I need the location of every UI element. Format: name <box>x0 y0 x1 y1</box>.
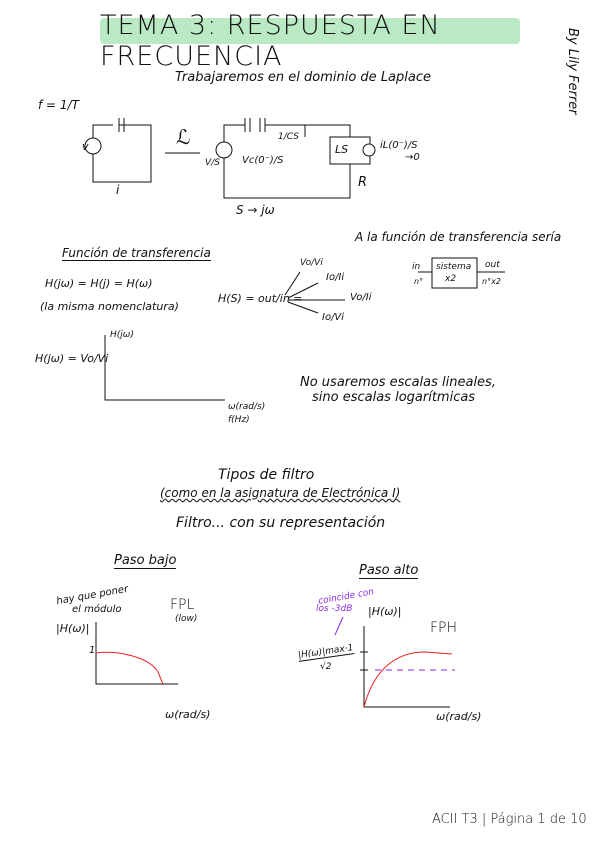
system-in-val: n° <box>414 277 424 286</box>
filters-subheading: (como en la asignatura de Electrónica I) <box>160 486 401 500</box>
time-circuit <box>84 118 152 183</box>
highpass-x-axis: ω(rad/s) <box>436 710 482 723</box>
lowpass-x-axis: ω(rad/s) <box>165 708 211 721</box>
annot-arrow <box>334 616 344 636</box>
resistor-label: R <box>358 175 368 190</box>
lowpass-heading: Paso bajo <box>114 553 177 569</box>
h-jw-formula: H(jω) = Vo/Vi <box>35 352 109 365</box>
system-box-label: sistema <box>436 262 472 272</box>
highpass-name: FPH <box>430 620 458 636</box>
laplace-symbol: ℒ <box>176 125 191 149</box>
filters-subtitle: Filtro... con su representación <box>176 515 386 531</box>
system-in: in <box>412 262 421 272</box>
transfer-equiv: H(jω) = H(j) = H(ω) <box>45 277 153 290</box>
source-label: v <box>82 140 89 153</box>
branch-vo-ii: Vo/Ii <box>350 292 372 303</box>
lowpass-axes <box>95 622 178 685</box>
title-text: TEMA 3: RESPUESTA EN FRECUENCIA <box>100 10 441 72</box>
scales-note-2: sino escalas logarítmicas <box>312 390 476 405</box>
system-out-val: n°x2 <box>482 277 501 286</box>
scales-note: No usaremos escalas lineales, <box>300 375 496 390</box>
x-axis-label-freq: f(Hz) <box>228 415 250 425</box>
system-note: A la función de transferencia sería <box>355 230 562 244</box>
lowpass-tick: 1 <box>89 645 96 656</box>
y-axis-label: H(jω) <box>110 330 134 340</box>
source-s: V/S <box>205 158 220 168</box>
transfer-lines <box>104 257 505 401</box>
substitution: S → jω <box>236 203 275 217</box>
highpass-axes <box>360 626 450 708</box>
lowpass-name: FPL <box>170 597 195 613</box>
cap-s: 1/CS <box>278 132 299 142</box>
page-title: TEMA 3: RESPUESTA EN FRECUENCIA <box>100 10 520 72</box>
ind-initial: iL(0⁻)/S <box>380 140 418 151</box>
highpass-curve <box>363 651 453 708</box>
highpass-level-den: √2 <box>320 662 332 672</box>
h-s-formula: H(S) = out/in = <box>218 292 303 305</box>
system-box-factor: x2 <box>445 274 457 284</box>
lowpass-note-2: el módulo <box>72 604 122 615</box>
branch-io-vi: Io/Vi <box>322 312 345 323</box>
current-label: i <box>116 183 120 197</box>
branch-io-ii: Io/Ii <box>326 272 345 283</box>
lowpass-y-axis: |H(ω)| <box>56 622 90 635</box>
transfer-heading: Función de transferencia <box>62 246 211 261</box>
page-footer: ACII T3 | Página 1 de 10 <box>432 812 587 827</box>
intro-text: Trabajaremos en el dominio de Laplace <box>175 70 432 85</box>
transfer-note: (la misma nomenclatura) <box>40 300 179 313</box>
branch-vo-vi: Vo/Vi <box>300 258 323 268</box>
inductor-s: LS <box>335 143 349 156</box>
arrow-zero: →0 <box>405 152 420 163</box>
system-out: out <box>485 260 500 270</box>
s-circuit <box>215 118 376 199</box>
freq-formula: f = 1/T <box>38 98 79 112</box>
highpass-y-axis: |H(ω)| <box>368 605 402 618</box>
lowpass-sub: (low) <box>175 614 198 624</box>
filters-heading: Tipos de filtro <box>218 467 315 483</box>
highpass-heading: Paso alto <box>359 563 419 579</box>
cap-initial: Vc(0⁻)/S <box>242 155 284 166</box>
lowpass-curve <box>95 651 164 685</box>
x-axis-label: ω(rad/s) <box>228 402 266 412</box>
highpass-annotation-2: los -3dB <box>316 604 353 614</box>
